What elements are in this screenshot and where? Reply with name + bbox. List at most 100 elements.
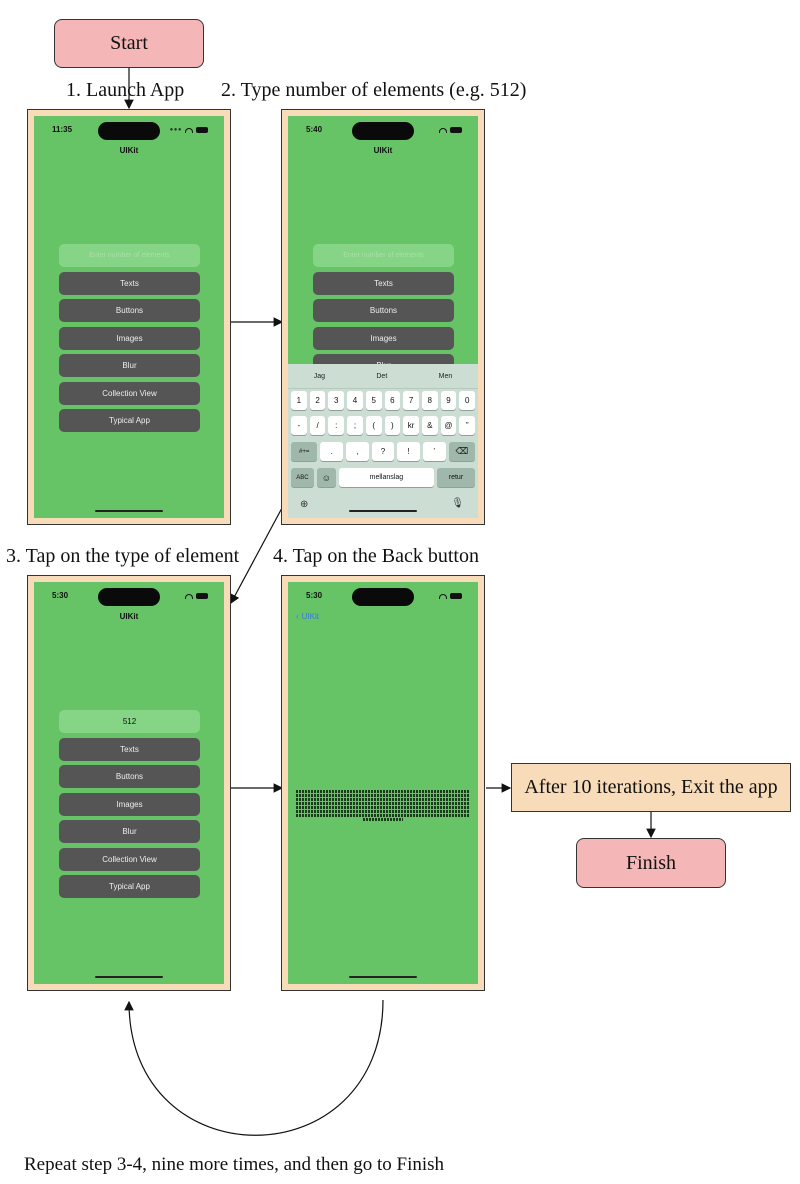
- phone-4: 5:30 ‹ UIKit: [281, 575, 485, 991]
- images-button[interactable]: Images: [59, 793, 200, 816]
- status-icons: [439, 127, 462, 133]
- key[interactable]: ?: [371, 442, 395, 461]
- key[interactable]: 4: [347, 391, 363, 410]
- delete-icon[interactable]: ⌫: [448, 442, 476, 461]
- key-row-1: 1 2 3 4 5 6 7 8 9 0: [291, 391, 476, 410]
- suggestion-item[interactable]: Det: [376, 372, 388, 380]
- rendered-text-elements: [296, 790, 470, 821]
- key[interactable]: 7: [403, 391, 419, 410]
- loop-label: Repeat step 3-4, nine more times, and th…: [24, 1154, 445, 1175]
- phone-2-screen: 5:40 UIKit Enter number of elements Text…: [288, 116, 478, 518]
- step-4-label: 4. Tap on the Back button: [273, 545, 479, 567]
- key[interactable]: ”: [459, 416, 476, 435]
- phone-4-screen: 5:30 ‹ UIKit: [288, 582, 478, 984]
- wifi-icon: [439, 127, 447, 133]
- battery-icon: [450, 127, 462, 133]
- phone-1: 11:35 ●●● UIKit Enter number of elements…: [27, 109, 231, 525]
- key-row-2: - / : ; ( ) kr & @ ”: [291, 416, 476, 435]
- space-key[interactable]: mellanslag: [338, 468, 434, 487]
- edge-phone2-to-phone3: [230, 507, 283, 605]
- key[interactable]: 9: [440, 391, 457, 410]
- element-count-input[interactable]: 512: [59, 710, 200, 733]
- images-button[interactable]: Images: [313, 327, 454, 350]
- key[interactable]: !: [397, 442, 420, 461]
- blur-button[interactable]: Blur: [59, 820, 200, 843]
- status-time: 5:30: [306, 591, 323, 600]
- mic-icon[interactable]: 🎙: [451, 498, 464, 509]
- buttons-button[interactable]: Buttons: [313, 299, 454, 322]
- key[interactable]: ’: [422, 442, 446, 461]
- key[interactable]: -: [291, 416, 307, 435]
- suggestion-item[interactable]: Men: [438, 372, 453, 380]
- exit-node: After 10 iterations, Exit the app: [511, 763, 791, 812]
- battery-icon: [196, 127, 208, 133]
- key[interactable]: 8: [421, 391, 438, 410]
- texts-button[interactable]: Texts: [59, 272, 200, 295]
- emoji-icon[interactable]: ☺: [316, 468, 336, 487]
- dynamic-island: [352, 588, 414, 606]
- collection-view-button[interactable]: Collection View: [59, 382, 200, 405]
- chevron-left-icon: ‹: [296, 612, 299, 621]
- key[interactable]: :: [328, 416, 345, 435]
- dynamic-island: [352, 122, 414, 140]
- step-2-label: 2. Type number of elements (e.g. 512): [221, 79, 527, 101]
- signal-icon: ●●●: [169, 127, 182, 133]
- key[interactable]: .: [320, 442, 344, 461]
- key[interactable]: kr: [403, 416, 419, 435]
- element-count-input[interactable]: Enter number of elements: [313, 244, 454, 267]
- finish-label: Finish: [625, 851, 677, 874]
- key[interactable]: 3: [328, 391, 345, 410]
- phone-1-screen: 11:35 ●●● UIKit Enter number of elements…: [34, 116, 224, 518]
- step-3-label: 3. Tap on the type of element: [6, 545, 240, 567]
- key[interactable]: ;: [347, 416, 363, 435]
- back-button[interactable]: ‹ UIKit: [296, 612, 319, 621]
- key[interactable]: 6: [384, 391, 401, 410]
- status-time: 5:40: [306, 125, 323, 134]
- blur-button[interactable]: Blur: [59, 354, 200, 377]
- element-count-input[interactable]: Enter number of elements: [59, 244, 200, 267]
- symbols-key[interactable]: #+=: [291, 442, 318, 461]
- abc-key[interactable]: ABC: [291, 468, 314, 487]
- home-indicator: [349, 510, 417, 512]
- key[interactable]: (: [365, 416, 382, 435]
- wifi-icon: [439, 593, 447, 599]
- key[interactable]: 2: [309, 391, 326, 410]
- nav-title: UIKit: [373, 146, 393, 155]
- typical-app-button[interactable]: Typical App: [59, 875, 200, 898]
- dynamic-island: [98, 122, 160, 140]
- key[interactable]: 0: [459, 391, 476, 410]
- status-time: 5:30: [52, 591, 69, 600]
- wifi-icon: [185, 127, 193, 133]
- key[interactable]: 5: [365, 391, 382, 410]
- typical-app-button[interactable]: Typical App: [59, 409, 200, 432]
- start-node: Start: [54, 19, 204, 68]
- key[interactable]: ): [384, 416, 401, 435]
- return-key[interactable]: retur: [436, 468, 475, 487]
- nav-title: UIKit: [119, 146, 139, 155]
- suggestion-item[interactable]: Jag: [313, 372, 325, 380]
- key[interactable]: 1: [291, 391, 307, 410]
- dynamic-island: [98, 588, 160, 606]
- key-row-3: #+= . , ? ! ’ ⌫: [291, 442, 476, 461]
- texts-button[interactable]: Texts: [59, 738, 200, 761]
- phone-3: 5:30 UIKit 512 Texts Buttons Images Blur…: [27, 575, 231, 991]
- battery-icon: [450, 593, 462, 599]
- home-indicator: [95, 510, 163, 512]
- key[interactable]: ,: [346, 442, 369, 461]
- images-button[interactable]: Images: [59, 327, 200, 350]
- back-button-label: UIKit: [301, 612, 320, 621]
- globe-icon[interactable]: ⊕: [300, 499, 309, 510]
- home-indicator: [95, 976, 163, 978]
- texts-button[interactable]: Texts: [313, 272, 454, 295]
- key[interactable]: @: [440, 416, 457, 435]
- buttons-button[interactable]: Buttons: [59, 765, 200, 788]
- nav-title: UIKit: [119, 612, 139, 621]
- key-row-4: ABC ☺ mellanslag retur: [291, 468, 475, 487]
- key[interactable]: &: [421, 416, 438, 435]
- key[interactable]: /: [309, 416, 326, 435]
- phone-2: 5:40 UIKit Enter number of elements Text…: [281, 109, 485, 525]
- finish-node: Finish: [576, 838, 726, 888]
- buttons-button[interactable]: Buttons: [59, 299, 200, 322]
- collection-view-button[interactable]: Collection View: [59, 848, 200, 871]
